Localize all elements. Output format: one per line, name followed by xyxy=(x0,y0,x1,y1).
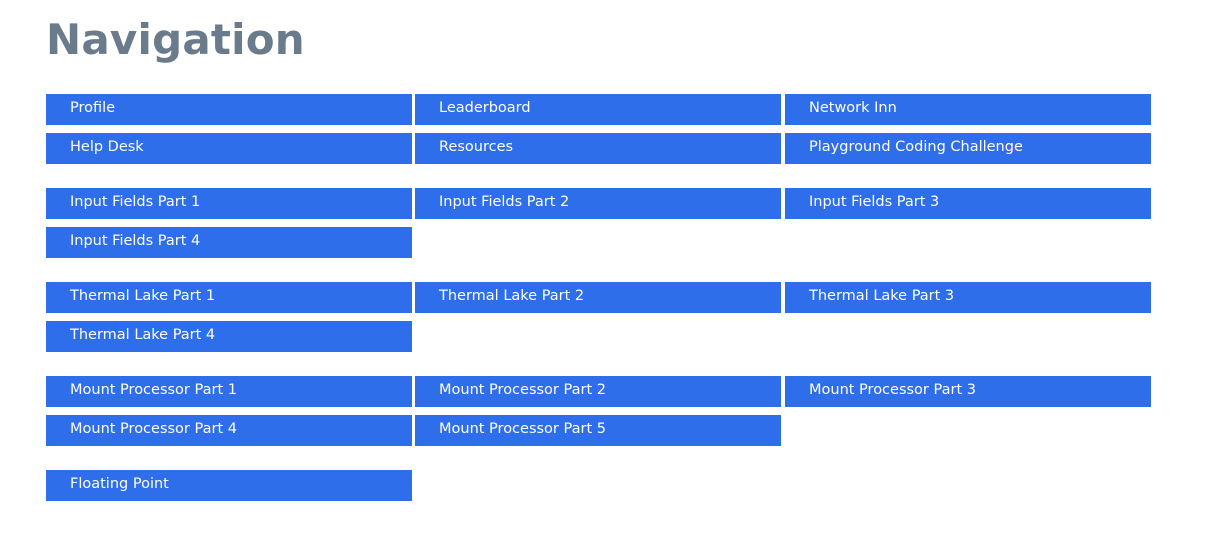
nav-link-input-fields-part-2[interactable]: Input Fields Part 2 xyxy=(415,188,781,219)
nav-link-resources[interactable]: Resources xyxy=(415,133,781,164)
nav-link-thermal-lake-part-1[interactable]: Thermal Lake Part 1 xyxy=(46,282,412,313)
page-title: Navigation xyxy=(46,15,305,64)
nav-link-input-fields-part-4[interactable]: Input Fields Part 4 xyxy=(46,227,412,258)
nav-link-mount-processor-part-4[interactable]: Mount Processor Part 4 xyxy=(46,415,412,446)
nav-link-profile[interactable]: Profile xyxy=(46,94,412,125)
nav-link-thermal-lake-part-2[interactable]: Thermal Lake Part 2 xyxy=(415,282,781,313)
nav-link-input-fields-part-3[interactable]: Input Fields Part 3 xyxy=(785,188,1151,219)
nav-link-network-inn[interactable]: Network Inn xyxy=(785,94,1151,125)
nav-link-playground-coding-challenge[interactable]: Playground Coding Challenge xyxy=(785,133,1151,164)
nav-link-mount-processor-part-5[interactable]: Mount Processor Part 5 xyxy=(415,415,781,446)
nav-link-mount-processor-part-2[interactable]: Mount Processor Part 2 xyxy=(415,376,781,407)
nav-link-mount-processor-part-1[interactable]: Mount Processor Part 1 xyxy=(46,376,412,407)
nav-link-thermal-lake-part-3[interactable]: Thermal Lake Part 3 xyxy=(785,282,1151,313)
nav-link-help-desk[interactable]: Help Desk xyxy=(46,133,412,164)
nav-link-thermal-lake-part-4[interactable]: Thermal Lake Part 4 xyxy=(46,321,412,352)
nav-link-leaderboard[interactable]: Leaderboard xyxy=(415,94,781,125)
nav-link-floating-point[interactable]: Floating Point xyxy=(46,470,412,501)
nav-link-mount-processor-part-3[interactable]: Mount Processor Part 3 xyxy=(785,376,1151,407)
nav-link-input-fields-part-1[interactable]: Input Fields Part 1 xyxy=(46,188,412,219)
